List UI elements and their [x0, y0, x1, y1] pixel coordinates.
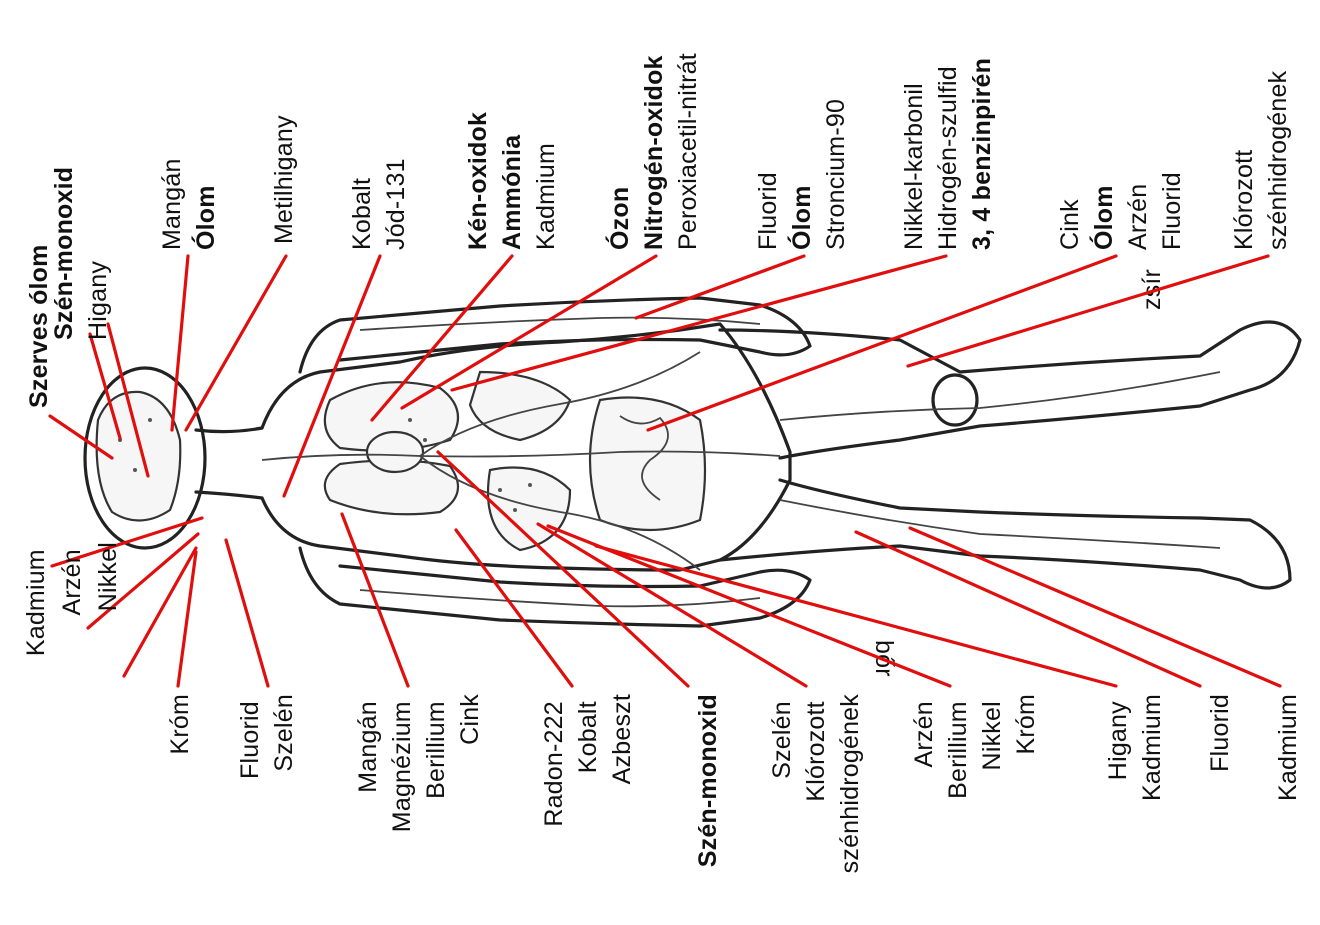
- toxin-label: Ólom: [1088, 185, 1118, 250]
- label-group-t3: Mangán Ólom: [158, 151, 220, 250]
- leader-line-fluorid-olom-stroncium: [636, 256, 804, 318]
- toxin-label: szénhidrogének: [1264, 70, 1292, 250]
- label-group-t8: Fluorid Ólom Stroncium-90: [754, 99, 850, 250]
- leader-line-fluorid-szelen: [226, 540, 268, 686]
- leader-line-metilhigany: [186, 256, 286, 430]
- toxin-label: Arzén: [1124, 184, 1152, 250]
- toxin-label: Szelén: [768, 701, 796, 779]
- vessel-line: [360, 590, 760, 606]
- toxin-label: Arzén: [58, 549, 86, 615]
- vessel-line: [780, 372, 1220, 420]
- label-group-t7: Ózon Nitrogén-oxidok Peroxiacetil-nitrát: [604, 48, 702, 250]
- toxin-label: Mangán: [158, 158, 186, 250]
- toxin-label: Fluorid: [754, 172, 782, 250]
- leader-line-mangan-olom: [172, 256, 188, 430]
- toxin-label: Kadmium: [1274, 694, 1302, 801]
- label-group-b2: Króm: [166, 694, 194, 755]
- toxin-label: Kadmium: [532, 143, 560, 250]
- toxin-label: Kobalt: [348, 178, 376, 250]
- toxin-label: Ammónia: [498, 134, 526, 250]
- toxin-label: Azbeszt: [608, 694, 636, 784]
- toxin-label: Nitrogén-oxidok: [640, 55, 668, 250]
- toxin-label: Higany: [84, 261, 112, 340]
- label-group-b10: Fluorid: [1206, 694, 1234, 772]
- toxin-label: Radon-222: [540, 701, 568, 827]
- toxin-label: Nikkel-karbonil: [900, 83, 928, 250]
- toxin-label: Magnézium: [388, 701, 416, 832]
- label-group-t6: Kén-oxidok Ammónia Kadmium: [464, 105, 560, 250]
- toxin-label: Fluorid: [1158, 172, 1186, 250]
- toxin-label: Berillium: [422, 701, 450, 799]
- label-group-t9: Nikkel-karbonil Hidrogén-szulfid 3, 4 be…: [900, 58, 996, 250]
- toxin-label: Fluorid: [236, 701, 264, 779]
- leader-line-klorozott-top: [908, 256, 1268, 366]
- label-group-b1: Kadmium Arzén Nikkel: [22, 542, 122, 656]
- toxin-label: Arzén: [910, 701, 938, 767]
- toxin-label: Stroncium-90: [822, 99, 850, 250]
- toxin-label: Szerves ólom: [25, 244, 53, 408]
- toxin-label: szénhidrogének: [836, 694, 864, 874]
- toxin-label: Cink: [456, 694, 484, 745]
- toxin-label: Szén-monoxid: [694, 694, 722, 867]
- toxin-label: Nikkel: [978, 701, 1006, 770]
- label-group-t1: Szerves ólom: [25, 244, 53, 408]
- toxin-label: Higany: [1104, 701, 1132, 780]
- label-group-b5: Radon-222 Kobalt Azbeszt: [540, 694, 636, 827]
- toxin-label: Kobalt: [574, 701, 602, 773]
- toxin-label: Kén-oxidok: [464, 112, 492, 250]
- bottom-label-column: Kadmium Arzén Nikkel Króm Fluorid Szelén…: [22, 542, 1302, 873]
- toxin-label: Nikkel: [94, 542, 122, 611]
- label-group-t5: Kobalt Jód-131: [348, 158, 410, 250]
- leader-line-radon: [456, 530, 572, 686]
- toxin-label: Hidrogén-szulfid: [934, 66, 962, 250]
- toxin-label: 3, 4 benzinpirén: [968, 58, 996, 250]
- toxin-label: Peroxiacetil-nitrát: [674, 53, 702, 250]
- label-group-b4: Mangán Magnézium Berillium Cink: [354, 694, 484, 832]
- toxin-label: Cink: [1056, 199, 1084, 250]
- label-group-t10: Cink Ólom Arzén Fluorid: [1056, 172, 1186, 250]
- leader-line-higany-kadmium: [596, 546, 1116, 686]
- toxin-label: Klórozott: [1230, 150, 1258, 250]
- toxin-label: Szén-monoxid: [50, 167, 78, 340]
- label-group-t4: Metilhigany: [270, 115, 298, 244]
- toxin-label: Króm: [1012, 694, 1040, 755]
- toxin-label: Kadmium: [1138, 694, 1166, 801]
- toxin-label: Ólom: [190, 185, 220, 250]
- leader-line-kadmium-right: [910, 528, 1280, 686]
- label-group-b6: Szén-monoxid: [694, 694, 722, 867]
- label-group-b9: Higany Kadmium: [1104, 694, 1166, 801]
- toxin-label: Metilhigany: [270, 115, 298, 244]
- toxin-label: Berillium: [944, 701, 972, 799]
- toxin-label: Króm: [166, 694, 194, 755]
- toxin-label: Klórozott: [802, 701, 830, 801]
- knee-outline: [933, 375, 977, 425]
- label-group-t2: Szén-monoxid Higany: [50, 160, 112, 340]
- toxin-label: Fluorid: [1206, 694, 1234, 772]
- toxin-label: Jód-131: [382, 158, 410, 250]
- label-group-t11: Klórozott szénhidrogének: [1230, 70, 1292, 250]
- leader-line-kobalt-jod: [284, 256, 380, 496]
- toxin-label: Ólom: [786, 185, 816, 250]
- label-group-b8: Arzén Berillium Nikkel Króm: [910, 694, 1040, 799]
- label-group-b3: Fluorid Szelén: [236, 694, 298, 779]
- toxin-label: Szelén: [270, 694, 298, 772]
- toxin-label: Kadmium: [22, 549, 50, 656]
- lower-leg-outline: [720, 480, 1290, 588]
- label-group-b11: Kadmium: [1274, 694, 1302, 801]
- top-label-column: Szerves ólom Szén-monoxid Higany Mangán …: [25, 48, 1292, 408]
- leader-line-mangan-bottom: [342, 514, 408, 686]
- leader-line-nikkel-karbonil: [452, 256, 946, 390]
- toxin-label: Mangán: [354, 701, 382, 793]
- heart-shape: [367, 432, 423, 472]
- vessel-line: [780, 500, 1220, 548]
- label-group-b7: Szelén Klórozott szénhidrogének: [768, 694, 864, 874]
- toxin-label: Ózon: [604, 187, 634, 250]
